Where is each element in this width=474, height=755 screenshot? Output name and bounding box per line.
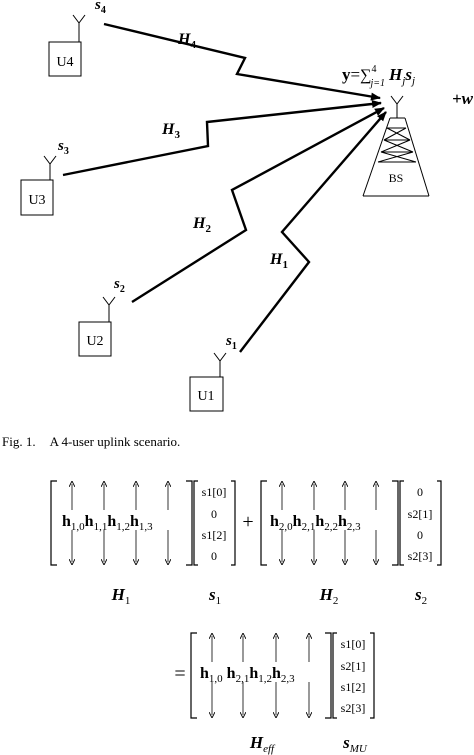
vector-entry: 0 — [417, 485, 423, 499]
channel-arrow-h4 — [103, 22, 381, 101]
column-vectors: h2,0h2,1h2,2h2,3 — [270, 513, 361, 533]
matrix-label-h2: H2 — [319, 585, 339, 607]
vector-smu: s1[0] s2[1] s1[2] s2[3] — [332, 632, 375, 719]
vector-entry: s2[1] — [341, 659, 366, 673]
vector-entry: 0 — [417, 528, 423, 542]
vector-s2: 0 s2[1] 0 s2[3] — [399, 480, 442, 566]
vector-entry: s2[3] — [341, 701, 366, 715]
left-bracket — [193, 480, 198, 566]
user-box — [78, 321, 112, 357]
left-bracket — [50, 480, 57, 566]
user-box — [189, 376, 224, 412]
vector-entry: s1[2] — [341, 680, 366, 694]
base-station-tower — [362, 95, 430, 197]
vector-entry: s1[0] — [202, 485, 227, 499]
right-bracket — [186, 480, 193, 566]
signal-label: s3 — [57, 138, 69, 157]
left-bracket — [190, 632, 197, 719]
column-arrows — [282, 484, 376, 562]
vector-label-s1: s1 — [208, 585, 221, 607]
user-box — [48, 41, 82, 77]
channel-label-h3: H3 — [161, 121, 180, 141]
right-bracket — [370, 632, 375, 719]
noise-term: +w — [452, 89, 474, 108]
user-label: U1 — [197, 389, 214, 404]
user-label: U2 — [86, 334, 103, 349]
antenna-icon — [43, 155, 57, 180]
matrix-label-h1: H1 — [111, 585, 131, 607]
matrix-h2: h2,0h2,1h2,2h2,3 — [260, 480, 399, 566]
vector-entry: s2[3] — [408, 549, 433, 563]
matrix-label-heff: Heff — [249, 733, 276, 755]
channel-label-h4: H4 — [177, 31, 196, 51]
user-label: U4 — [56, 55, 73, 70]
column-arrows — [212, 636, 309, 715]
vector-entry: 0 — [211, 507, 217, 521]
channel-arrow-h2 — [131, 106, 385, 304]
column-arrows — [72, 484, 168, 562]
signal-label: s1 — [225, 333, 237, 352]
user-label: U3 — [28, 193, 45, 208]
matrix-h1: h1,0h1,1h1,2h1,3 — [50, 480, 193, 566]
equals-sign: = — [174, 663, 185, 685]
antenna-icon — [213, 352, 227, 377]
user-u2: U2 s2 — [78, 276, 125, 357]
channel-label-h1: H1 — [269, 251, 288, 271]
right-bracket — [392, 480, 399, 566]
base-station-label: BS — [389, 171, 404, 185]
user-u3: U3 s3 — [20, 138, 69, 216]
vector-entry: s1[2] — [202, 528, 227, 542]
vector-label-s2: s2 — [414, 585, 427, 607]
left-bracket — [332, 632, 337, 719]
left-bracket — [399, 480, 404, 566]
user-u4: U4 s4 — [48, 0, 106, 77]
vector-label-smu: sMU — [342, 733, 368, 755]
signal-label: s2 — [113, 276, 125, 295]
right-bracket — [231, 480, 236, 566]
user-u1: U1 s1 — [189, 333, 237, 412]
antenna-icon — [102, 296, 116, 322]
left-bracket — [260, 480, 267, 566]
vector-entry: s2[1] — [408, 507, 433, 521]
channel-arrow-h1 — [239, 111, 387, 353]
antenna-icon — [72, 14, 86, 42]
vector-entry: 0 — [211, 549, 217, 563]
vector-s1: s1[0] 0 s1[2] 0 — [193, 480, 236, 566]
right-bracket — [437, 480, 442, 566]
user-box — [20, 179, 54, 216]
plus-sign: + — [242, 511, 253, 533]
figure-caption: Fig. 1.A 4-user uplink scenario. — [2, 434, 180, 449]
column-vectors: h1,0h1,1h1,2h1,3 — [62, 513, 153, 533]
channel-arrow-h3 — [62, 100, 382, 177]
channel-label-h2: H2 — [192, 215, 211, 235]
vector-entry: s1[0] — [341, 637, 366, 651]
right-bracket — [325, 632, 332, 719]
signal-label: s4 — [94, 0, 106, 16]
